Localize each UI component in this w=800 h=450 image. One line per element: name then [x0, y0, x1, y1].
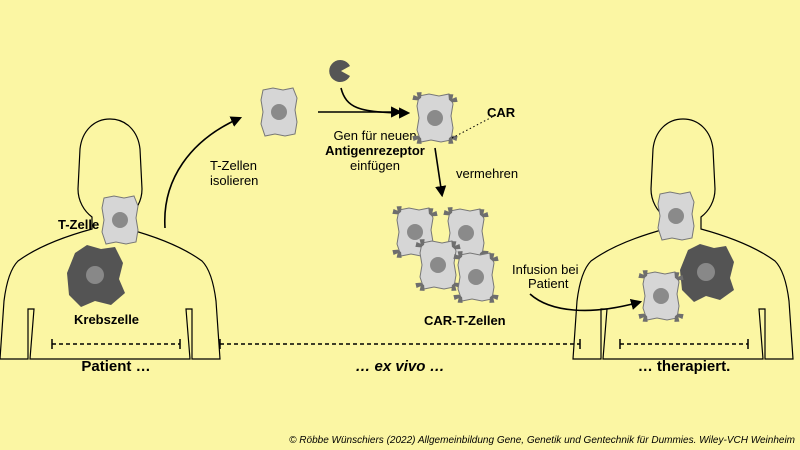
multiply-label: vermehren: [456, 166, 518, 181]
multiply-arrow: [434, 147, 447, 198]
isolate-label-line1: T-Zellen: [210, 158, 257, 173]
t-cell-in-treated-patient: [657, 191, 695, 241]
section-ex-vivo: … ex vivo …: [355, 358, 444, 375]
car-t-cell-in-treated-patient: [636, 268, 685, 324]
gene-label-line2: Antigenrezeptor: [325, 143, 425, 158]
infusion-label-line2: Patient: [528, 276, 569, 291]
section-divider-treated: [619, 339, 749, 349]
section-treated: … therapiert.: [638, 358, 731, 375]
gene-insert-arrow: [340, 87, 411, 119]
car-label: CAR: [487, 105, 516, 120]
receptor-gene-icon: [329, 60, 350, 82]
section-patient: Patient …: [81, 358, 150, 375]
gene-label-line3: einfügen: [350, 158, 400, 173]
t-cell-in-patient: [101, 195, 139, 245]
gene-label-line1: Gen für neuen: [333, 128, 416, 143]
car-pointer: [451, 114, 497, 139]
cancer-cell-in-treated-patient: [680, 244, 734, 302]
cancer-cell-label: Krebszelle: [74, 312, 139, 327]
car-t-cells-label: CAR-T-Zellen: [424, 313, 506, 328]
cancer-cell-in-patient: [67, 245, 125, 307]
isolate-label-line2: isolieren: [210, 173, 258, 188]
isolated-t-cell: [260, 87, 298, 137]
t-cell-label: T-Zelle: [58, 217, 99, 232]
section-divider-patient: [51, 339, 181, 349]
car-t-cell-cluster: [390, 204, 500, 305]
section-divider-ex-vivo: [219, 339, 581, 349]
infusion-arrow: [529, 293, 643, 312]
infusion-label-line1: Infusion bei: [512, 262, 579, 277]
isolate-arrow: [164, 116, 243, 229]
copyright-notice: © Röbbe Wünschiers (2022) Allgemeinbildu…: [289, 435, 795, 446]
